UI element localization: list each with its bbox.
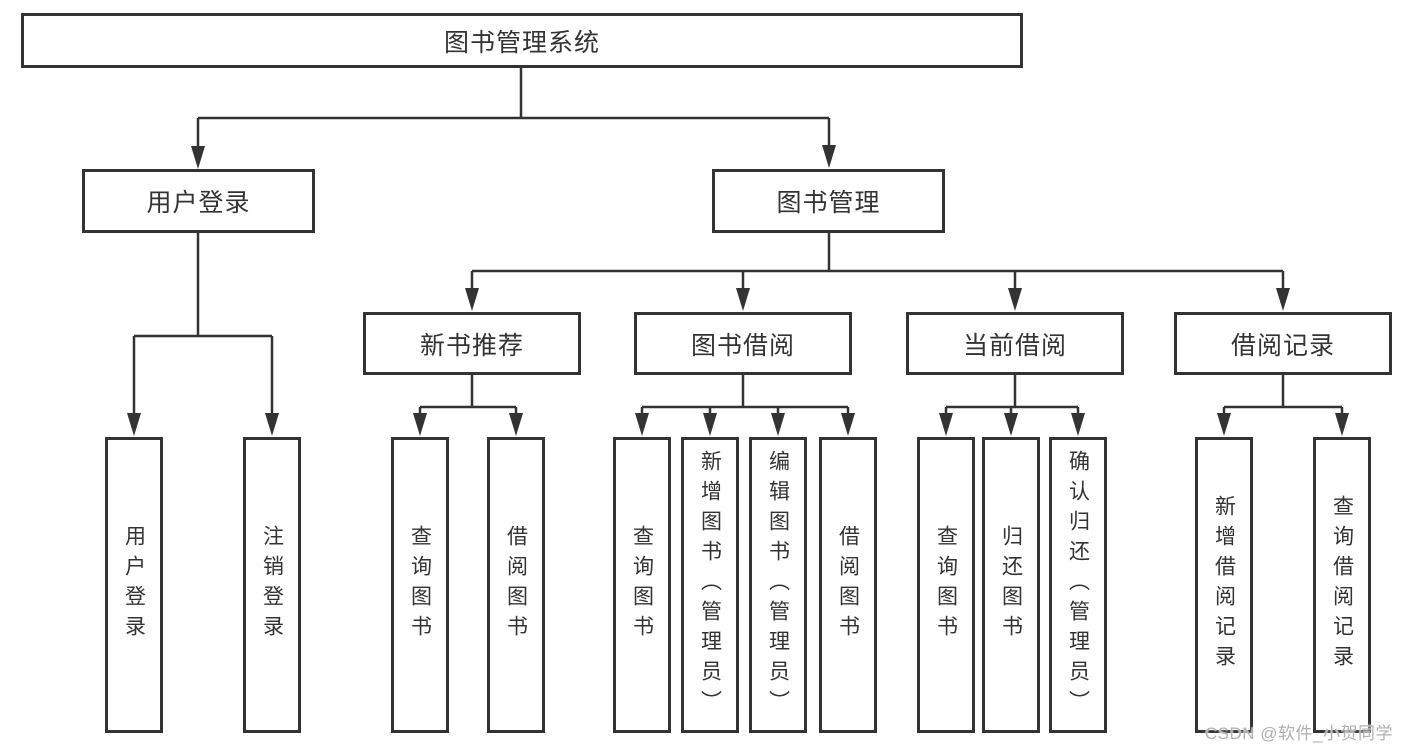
node-borrowing-records-label: 借阅记录 (1230, 331, 1335, 360)
leaf-borrow-books-borrowing-label: 借阅图书 (836, 525, 860, 645)
leaf-edit-books-admin-label: 编辑图书（管理员） (766, 450, 790, 720)
node-borrowing-records: 借阅记录 (1174, 312, 1392, 375)
leaf-add-books-admin: 新增图书（管理员） (681, 437, 739, 733)
leaf-query-books-recommend: 查询图书 (391, 437, 449, 733)
leaf-query-borrow-record-label: 查询借阅记录 (1330, 495, 1354, 675)
leaf-add-books-admin-label: 新增图书（管理员） (698, 450, 722, 720)
node-library-system: 图书管理系统 (21, 13, 1023, 68)
leaf-query-books-current-label: 查询图书 (934, 525, 958, 645)
node-new-book-recommendation: 新书推荐 (363, 312, 581, 375)
leaf-borrow-books-recommend-label: 借阅图书 (504, 525, 528, 645)
node-book-borrowing-label: 图书借阅 (690, 331, 795, 360)
leaf-logout: 注销登录 (243, 437, 301, 733)
leaf-logout-label: 注销登录 (260, 525, 284, 645)
leaf-borrow-books-borrowing: 借阅图书 (819, 437, 877, 733)
leaf-query-books-current: 查询图书 (917, 437, 975, 733)
leaf-query-books-recommend-label: 查询图书 (408, 525, 432, 645)
node-book-management: 图书管理 (712, 169, 945, 233)
leaf-query-books-borrowing-label: 查询图书 (630, 525, 654, 645)
tree-edges (132, 68, 1344, 414)
node-user-login: 用户登录 (82, 169, 315, 233)
csdn-watermark: CSDN @软件_小贺同学 (1204, 724, 1393, 743)
leaf-return-books-label: 归还图书 (999, 525, 1023, 645)
leaf-user-login: 用户登录 (105, 437, 163, 733)
leaf-add-borrow-record: 新增借阅记录 (1195, 437, 1253, 733)
leaf-add-borrow-record-label: 新增借阅记录 (1212, 495, 1236, 675)
leaf-confirm-return-admin: 确认归还（管理员） (1049, 437, 1107, 733)
node-user-login-label: 用户登录 (146, 189, 251, 217)
leaf-confirm-return-admin-label: 确认归还（管理员） (1066, 450, 1090, 720)
node-book-borrowing: 图书借阅 (634, 312, 852, 375)
leaf-query-borrow-record: 查询借阅记录 (1313, 437, 1371, 733)
leaf-edit-books-admin: 编辑图书（管理员） (749, 437, 807, 733)
node-book-management-label: 图书管理 (776, 189, 881, 217)
leaf-borrow-books-recommend: 借阅图书 (487, 437, 545, 733)
node-library-system-label: 图书管理系统 (443, 28, 600, 57)
leaf-query-books-borrowing: 查询图书 (613, 437, 671, 733)
leaf-user-login-label: 用户登录 (122, 525, 146, 645)
node-current-borrowing: 当前借阅 (906, 312, 1124, 375)
arrowhead-icons (127, 145, 1349, 436)
node-current-borrowing-label: 当前借阅 (962, 331, 1067, 360)
leaf-return-books: 归还图书 (982, 437, 1040, 733)
node-new-book-recommendation-label: 新书推荐 (419, 331, 524, 360)
